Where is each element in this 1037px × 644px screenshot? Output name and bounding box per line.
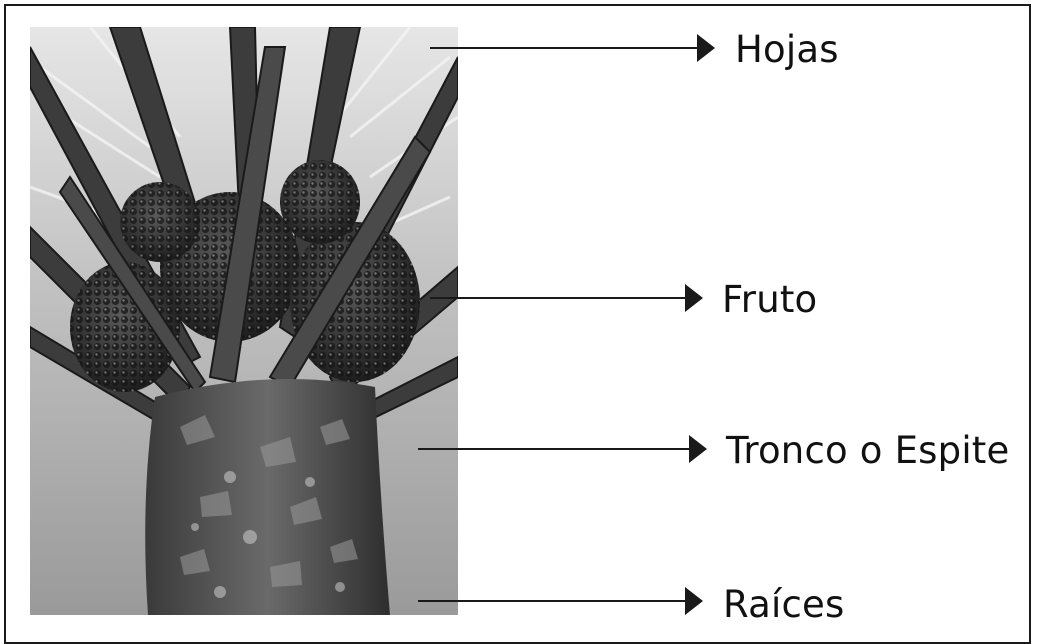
arrow-hojas-head <box>697 34 715 62</box>
arrow-raices-head <box>685 587 703 615</box>
label-raices: Raíces <box>723 586 844 623</box>
arrow-fruto-head <box>685 284 703 312</box>
label-tronco: Tronco o Espite <box>726 432 1009 469</box>
label-fruto: Fruto <box>722 281 817 318</box>
label-hojas: Hojas <box>735 31 839 68</box>
arrow-tronco-head <box>689 435 707 463</box>
